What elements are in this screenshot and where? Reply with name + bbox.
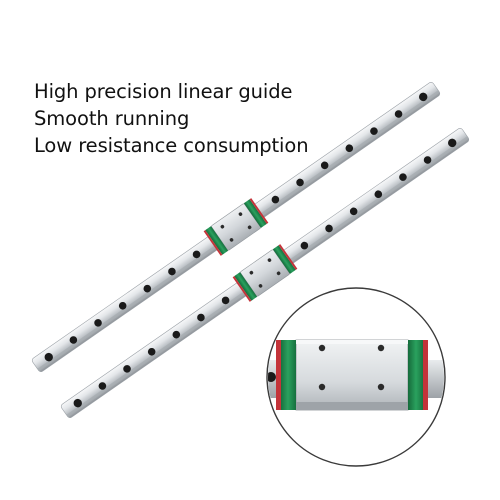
mounting-holes — [73, 138, 457, 408]
feature-smooth-running: Smooth running — [34, 107, 190, 130]
feature-precision: High precision linear guide — [34, 80, 293, 103]
zoom-detail-circle — [266, 287, 446, 467]
carriage-block — [232, 244, 298, 302]
feature-list: High precision linear guide Smooth runni… — [34, 78, 334, 159]
mounting-holes — [44, 92, 428, 362]
feature-low-resistance: Low resistance consumption — [34, 134, 309, 157]
carriage-block — [203, 198, 269, 256]
linear-guide-rail — [60, 128, 470, 418]
linear-guide-rail — [31, 82, 441, 372]
